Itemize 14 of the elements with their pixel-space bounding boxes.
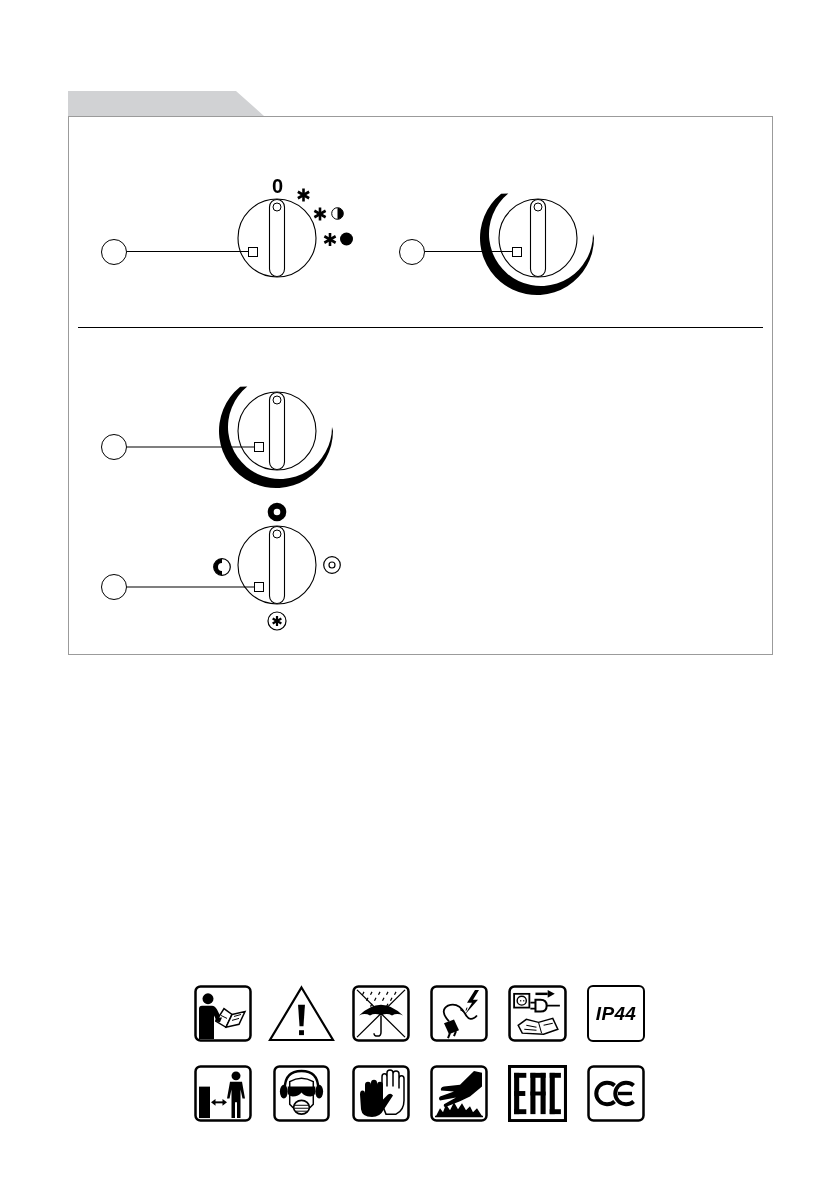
knob-marker [512, 246, 522, 257]
callout-circle [101, 434, 127, 460]
knob-marker [248, 246, 258, 257]
callout-circle [399, 238, 425, 265]
leader-line [126, 250, 249, 253]
knob-marker [254, 582, 264, 592]
callout-circle [101, 238, 127, 265]
leader-line [126, 446, 255, 448]
position-label: 0 [270, 176, 285, 196]
callout-circle [101, 574, 127, 600]
leader-line [424, 250, 513, 253]
ip-rating-label: IP44 [587, 985, 645, 1042]
knob-marker [254, 442, 264, 452]
leader-line [126, 586, 255, 588]
